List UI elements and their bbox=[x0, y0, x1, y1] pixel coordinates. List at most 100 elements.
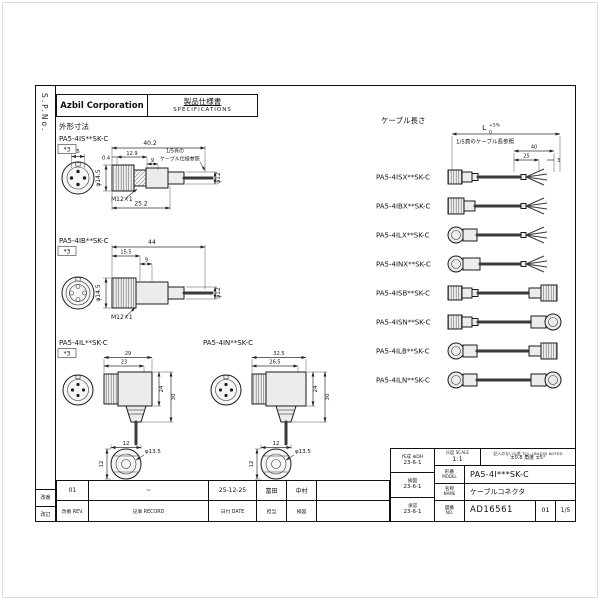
connector-l-side-view bbox=[103, 371, 153, 446]
cable-length-note: 1/5頁のケーブル長参照 bbox=[456, 138, 515, 146]
outline-section-title: 外形寸法 bbox=[59, 121, 89, 131]
no-label-en: NO. bbox=[445, 510, 454, 516]
dim-b-a: 15.5 bbox=[120, 250, 131, 256]
cable-part-no: PA5-4ILN**SK-C bbox=[376, 377, 430, 385]
cable-item-isx: PA5-4ISX**SK-C bbox=[376, 168, 548, 186]
tolerance-value: ±0.8 bbox=[510, 455, 523, 462]
cable-item-isb: PA5-4ISB**SK-C bbox=[376, 284, 558, 302]
dim-s-b: 12.9 bbox=[126, 151, 137, 157]
cable-length-tol-upper: +5% bbox=[489, 123, 501, 129]
part-no-s: PA5-4IS**SK-C bbox=[59, 135, 108, 143]
tolerance-cell: 記入のない公差 TOL. UNLESS NOTED ±0.8 角度 ±5° bbox=[481, 449, 575, 465]
no-label-cell: 図番 NO. bbox=[435, 501, 465, 521]
sp-no-label: S.P.No. bbox=[40, 93, 49, 133]
cable-part-no: PA5-4ISX**SK-C bbox=[376, 174, 430, 182]
product-name: ケーブルコネクタ bbox=[470, 487, 526, 496]
dim-b-b: 9 bbox=[145, 258, 148, 264]
cable-length-tol-lower: 0 bbox=[489, 130, 492, 136]
sign-row-drawn: 作成 ⊕DH 23-6-1 bbox=[391, 449, 434, 474]
scale-cell: 尺度 SCALE 1:1 bbox=[435, 449, 481, 465]
left-strip bbox=[35, 85, 56, 522]
scale-tolerance-row: 尺度 SCALE 1:1 記入のない公差 TOL. UNLESS NOTED ±… bbox=[435, 449, 575, 466]
connector-b-drawing: PA5-4IB**SK-C *3 44 bbox=[57, 237, 222, 321]
cable-item-ilb: PA5-4ILB**SK-C bbox=[376, 342, 558, 360]
connector-n-dimensions: 32.5 26.5 24 30 bbox=[251, 351, 331, 423]
charge-header: 担当 bbox=[257, 501, 287, 521]
dim-n-bottom-h: 12 bbox=[249, 461, 255, 468]
cable-item-inx: PA5-4INX**SK-C bbox=[376, 255, 548, 273]
spec-note-line2: ケーブル仕様参照 bbox=[160, 156, 200, 163]
name-row: 名称 NAME ケーブルコネクタ bbox=[435, 484, 575, 501]
model-label-cell: 形番 MODEL bbox=[435, 466, 465, 483]
dim-l-h2: 30 bbox=[171, 393, 177, 400]
rev-extra-cell bbox=[317, 481, 389, 501]
drawing-no-row: 図番 NO. AD16561 01 1/5 bbox=[435, 501, 575, 521]
cable-part-no: PA5-4ISN**SK-C bbox=[376, 319, 431, 327]
sign-column: 作成 ⊕DH 23-6-1 検図 23-6-1 承認 23-6-1 bbox=[391, 449, 435, 521]
no-label-jp: 図番 bbox=[444, 506, 455, 512]
corner-revision-boxes: 改番 改訂 bbox=[35, 489, 56, 522]
cable-length-section: ケーブル長さ L +5% 0 1/5頁のケーブル長参照 40 25 3 bbox=[381, 115, 561, 172]
doc-title-jp: 製品仕様書 bbox=[183, 97, 222, 107]
dim-n-bottom-w: 12 bbox=[273, 441, 280, 447]
connector-b-front-view bbox=[61, 276, 95, 310]
scale-label: 尺度 SCALE bbox=[445, 449, 470, 455]
sign-role: 承認 bbox=[407, 503, 418, 509]
part-no-l: PA5-4IL**SK-C bbox=[59, 339, 108, 347]
corner-box-top: 改番 bbox=[35, 490, 56, 507]
revision-table: 01 ~ 25-12-25 富田 中村 改番 REV. 記事 RECORD 日付… bbox=[56, 480, 390, 522]
name-label-en: NAME bbox=[443, 491, 456, 497]
charge-value: 富田 bbox=[257, 481, 287, 501]
model-label-jp: 形番 bbox=[444, 469, 455, 475]
dim-cable-b: 3 bbox=[557, 158, 560, 164]
marker-l: *3 bbox=[64, 351, 71, 358]
dim-s-a: 0.4 bbox=[102, 156, 110, 162]
cable-part-no: PA5-4INX**SK-C bbox=[376, 261, 431, 269]
dim-b-cable-dia: φ12 bbox=[215, 287, 222, 299]
thread-b: M12×1 bbox=[111, 314, 133, 321]
dim-l-w2: 23 bbox=[121, 360, 127, 366]
connector-b-side-view bbox=[111, 277, 214, 309]
dim-s-body-dia: φ14.5 bbox=[95, 169, 102, 187]
dim-l-nut-dia: φ13.5 bbox=[145, 449, 161, 455]
record-value: ~ bbox=[89, 481, 209, 501]
date-value: 25-12-25 bbox=[209, 481, 257, 501]
cable-part-no: PA5-4ISB**SK-C bbox=[376, 290, 430, 298]
doc-title-en: SPECIFICATIONS bbox=[173, 106, 232, 113]
connector-n-bottom-view: 12 φ13.5 12 bbox=[249, 441, 311, 480]
rev-value: 01 bbox=[57, 481, 89, 501]
spec-note-line1: 1/5頁の bbox=[166, 149, 184, 155]
dim-n-w2: 26.5 bbox=[269, 360, 280, 366]
connector-l-dimensions: 29 23 24 30 bbox=[103, 351, 177, 423]
sheet-number: 1/5 bbox=[555, 501, 575, 521]
title-block-main: 尺度 SCALE 1:1 記入のない公差 TOL. UNLESS NOTED ±… bbox=[435, 449, 575, 521]
cable-item-ibx: PA5-4IBX**SK-C bbox=[376, 197, 548, 215]
connector-s-side-view bbox=[111, 164, 214, 192]
scale-value: 1:1 bbox=[452, 454, 463, 463]
dim-s-pin: 5 bbox=[76, 149, 80, 155]
sign-role: 作成 bbox=[401, 455, 411, 461]
dim-s-c: 9 bbox=[151, 158, 154, 164]
connector-l-bottom-view: 12 φ13.5 12 bbox=[99, 441, 161, 480]
cable-part-no: PA5-4IBX**SK-C bbox=[376, 203, 430, 211]
sign-date: 23-6-1 bbox=[403, 460, 422, 467]
sign-role: 検図 bbox=[407, 479, 418, 485]
cable-part-no: PA5-4ILX**SK-C bbox=[376, 232, 430, 240]
connector-s-front-view: 5 bbox=[61, 149, 95, 195]
dim-n-nut-dia: φ13.5 bbox=[295, 449, 311, 455]
dim-s-overall: 40.2 bbox=[143, 140, 157, 147]
connector-n-front-view bbox=[210, 374, 242, 406]
cable-part-no: PA5-4ILB**SK-C bbox=[376, 348, 430, 356]
dim-s-d: 25.2 bbox=[134, 201, 148, 208]
angle-tolerance: 角度 ±5° bbox=[524, 455, 546, 462]
tolerance-label: 記入のない公差 TOL. UNLESS NOTED bbox=[493, 450, 563, 456]
document-title: 製品仕様書 SPECIFICATIONS bbox=[148, 94, 258, 117]
dim-s-cable-dia: φ12 bbox=[215, 172, 222, 184]
connector-s-drawing: PA5-4IS**SK-C *3 5 bbox=[57, 135, 222, 210]
model-row: 形番 MODEL PA5-4I***SK-C bbox=[435, 466, 575, 484]
check-header: 検図 bbox=[287, 501, 317, 521]
marker-b: *3 bbox=[64, 249, 71, 256]
